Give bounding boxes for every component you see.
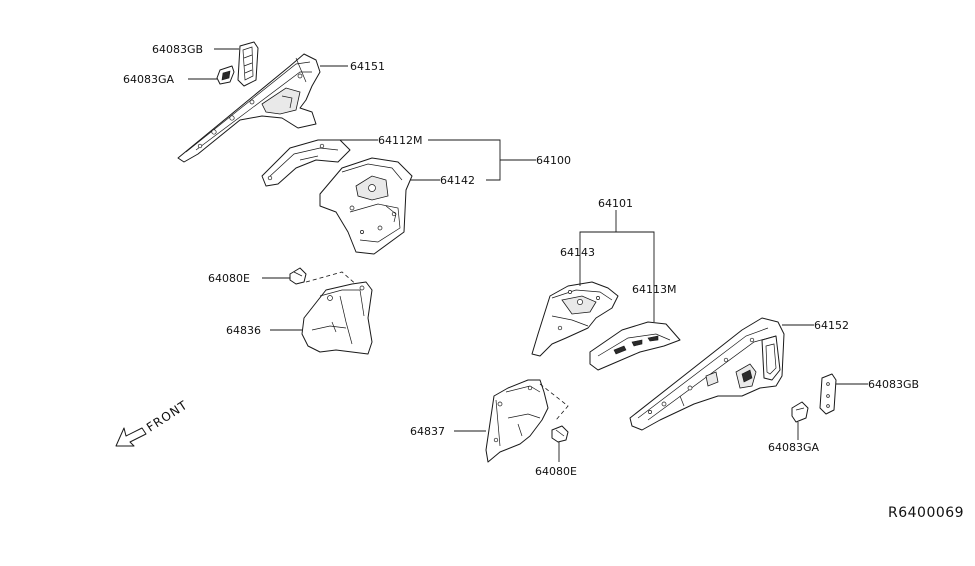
part-64837 — [485, 379, 549, 463]
label-64113m: 64113M — [632, 283, 676, 296]
label-64083ga-right: 64083GA — [768, 441, 820, 454]
label-64080e-bottom: 64080E — [535, 465, 577, 478]
part-64142 — [319, 157, 413, 255]
part-64083gb-top — [237, 41, 259, 87]
part-64083ga-right — [791, 401, 809, 423]
part-64112m — [261, 139, 351, 187]
label-64142: 64142 — [440, 174, 475, 187]
front-direction-arrow — [115, 427, 147, 447]
label-64080e-left: 64080E — [208, 272, 250, 285]
part-64836 — [301, 281, 373, 355]
part-64083ga-top — [216, 65, 235, 85]
label-64151: 64151 — [350, 60, 385, 73]
diagram-reference-code: R6400069 — [888, 505, 964, 521]
part-64113m — [589, 321, 681, 371]
part-64080e-left — [289, 267, 307, 285]
front-direction-label: FRONT — [144, 398, 190, 435]
label-64100: 64100 — [536, 154, 571, 167]
part-64080e-bottom — [551, 425, 569, 443]
label-64112m: 64112M — [378, 134, 422, 147]
label-64083gb-top: 64083GB — [152, 43, 203, 56]
label-64143: 64143 — [560, 246, 595, 259]
label-64083gb-right: 64083GB — [868, 378, 919, 391]
part-64152 — [629, 317, 785, 431]
label-64837: 64837 — [410, 425, 445, 438]
part-64151 — [177, 53, 321, 163]
part-64083gb-right — [819, 373, 837, 415]
label-64083ga-top: 64083GA — [123, 73, 175, 86]
label-64152: 64152 — [814, 319, 849, 332]
label-64101: 64101 — [598, 197, 633, 210]
part-64143 — [531, 281, 619, 357]
label-64836: 64836 — [226, 324, 261, 337]
